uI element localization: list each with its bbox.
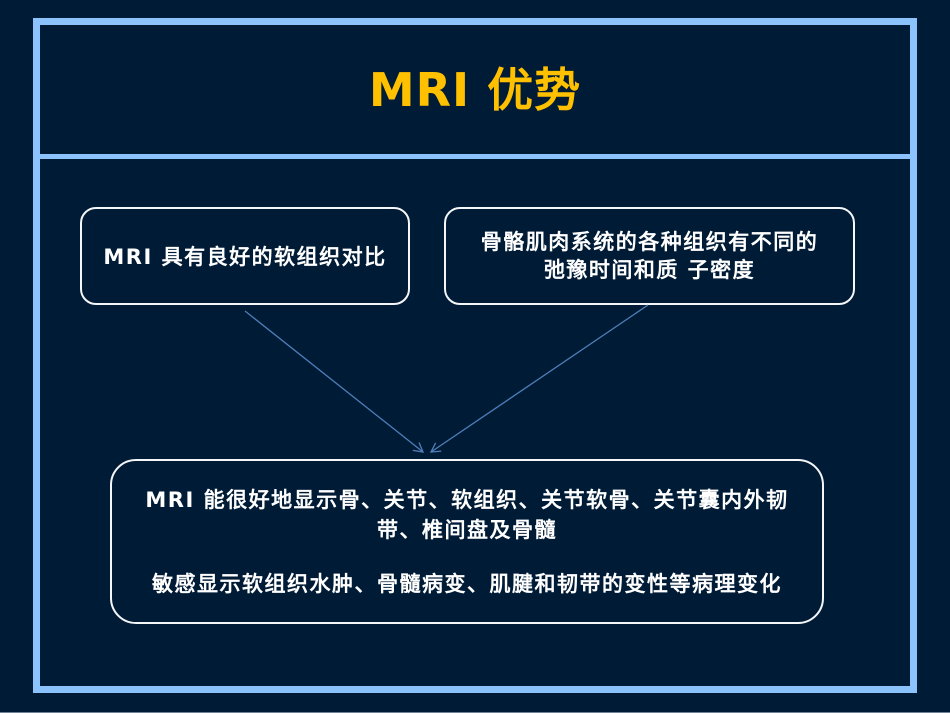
summary-paragraph-sensitivity: 敏感显示软组织水肿、骨髓病变、肌腱和韧带的变性等病理变化 [152, 569, 782, 599]
box-mri-advantages-summary: MRI 能很好地显示骨、关节、软组织、关节软骨、关节囊内外韧 带、椎间盘及骨髓 … [110, 459, 824, 624]
box-text-line: 带、椎间盘及骨髓 [376, 517, 557, 542]
box-text-line: MRI 具有良好的软组织对比 [103, 245, 387, 269]
box-soft-tissue-contrast: MRI 具有良好的软组织对比 [80, 207, 410, 305]
summary-paragraph-display: MRI 能很好地显示骨、关节、软组织、关节软骨、关节囊内外韧 带、椎间盘及骨髓 [145, 485, 788, 545]
box-text-line: 骨骼肌肉系统的各种组织有不同的 [480, 230, 819, 254]
slide-frame [33, 18, 917, 693]
slide-title: MRI 优势 [368, 63, 582, 117]
box-text-line: 敏感显示软组织水肿、骨髓病变、肌腱和韧带的变性等病理变化 [152, 571, 782, 596]
title-divider [33, 154, 917, 159]
box-text-line: MRI 能很好地显示骨、关节、软组织、关节软骨、关节囊内外韧 [145, 487, 789, 512]
box-relaxation-time: 骨骼肌肉系统的各种组织有不同的 弛豫时间和质 子密度 [444, 207, 855, 305]
box-text-line: 弛豫时间和质 子密度 [543, 258, 756, 282]
